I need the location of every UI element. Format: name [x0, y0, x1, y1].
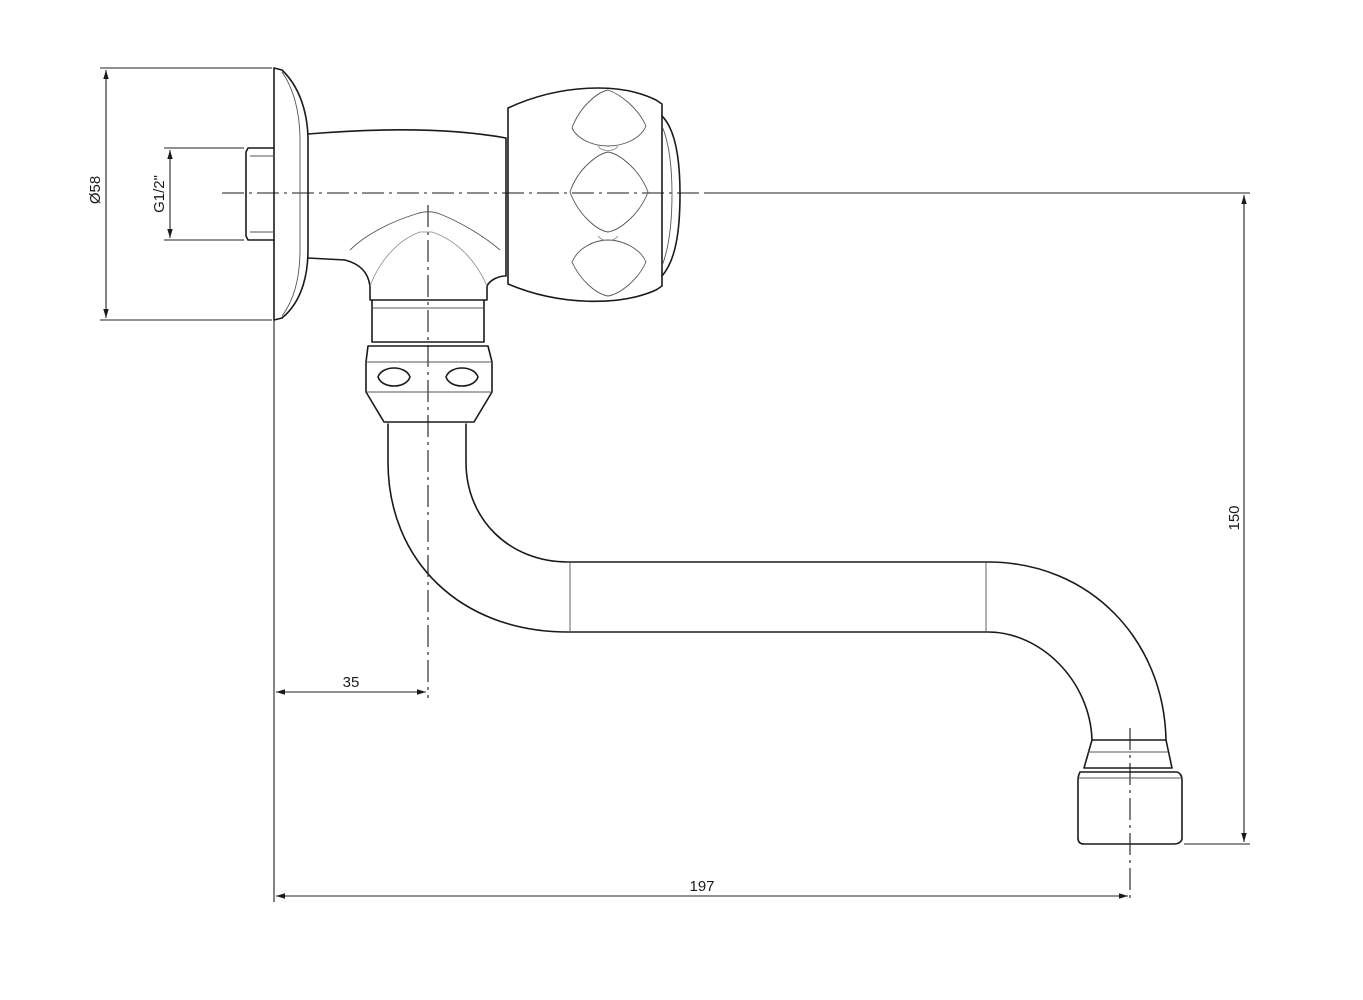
handle-petal-top: [571, 89, 647, 147]
outlet-aerator: [1077, 771, 1183, 845]
handle-petal-bottom: [571, 239, 647, 297]
thread-size-label: G1/2": [151, 175, 168, 213]
spout-outer-curve: [387, 423, 1093, 741]
body-outline: [307, 129, 507, 301]
body-saddle: [349, 211, 501, 251]
swivel-nut-hole-right: [445, 367, 479, 387]
dimension-axis-offset: 35: [273, 320, 426, 902]
handle-cap-inner: [661, 125, 673, 267]
rosette-profile: [273, 67, 309, 321]
rosette-inner-line: [281, 71, 301, 317]
swivel-connector: [365, 299, 493, 423]
thread-connector: [245, 147, 275, 241]
total-height-label: 150: [1226, 505, 1243, 530]
center-lines: [222, 192, 1131, 902]
wall-rosette: [273, 67, 309, 321]
neck-outline: [371, 299, 485, 343]
dimension-flange-diameter: Ø58: [87, 67, 272, 321]
tap-handle: [507, 87, 681, 303]
handle-outline: [507, 87, 663, 303]
thread-outline: [245, 147, 275, 241]
flange-diameter-label: Ø58: [87, 176, 104, 204]
body-saddle-inner: [369, 231, 488, 287]
handle-petal-joint-top: [597, 145, 619, 151]
spout: [387, 423, 1183, 845]
spout-inner-curve: [465, 423, 1167, 741]
handle-petal-joint-bottom: [597, 235, 619, 241]
swivel-nut-hole-left: [377, 367, 411, 387]
dimension-total-projection: 197: [276, 878, 1128, 899]
dimension-total-height: 150: [705, 192, 1250, 845]
outlet-collar: [1083, 739, 1173, 769]
handle-petal-middle: [569, 151, 649, 233]
valve-body: [307, 129, 507, 301]
swivel-nut-outline: [365, 345, 493, 423]
total-projection-label: 197: [689, 878, 714, 895]
dimension-thread: G1/2": [151, 147, 244, 241]
handle-cap: [661, 115, 681, 277]
axis-offset-label: 35: [343, 674, 360, 691]
